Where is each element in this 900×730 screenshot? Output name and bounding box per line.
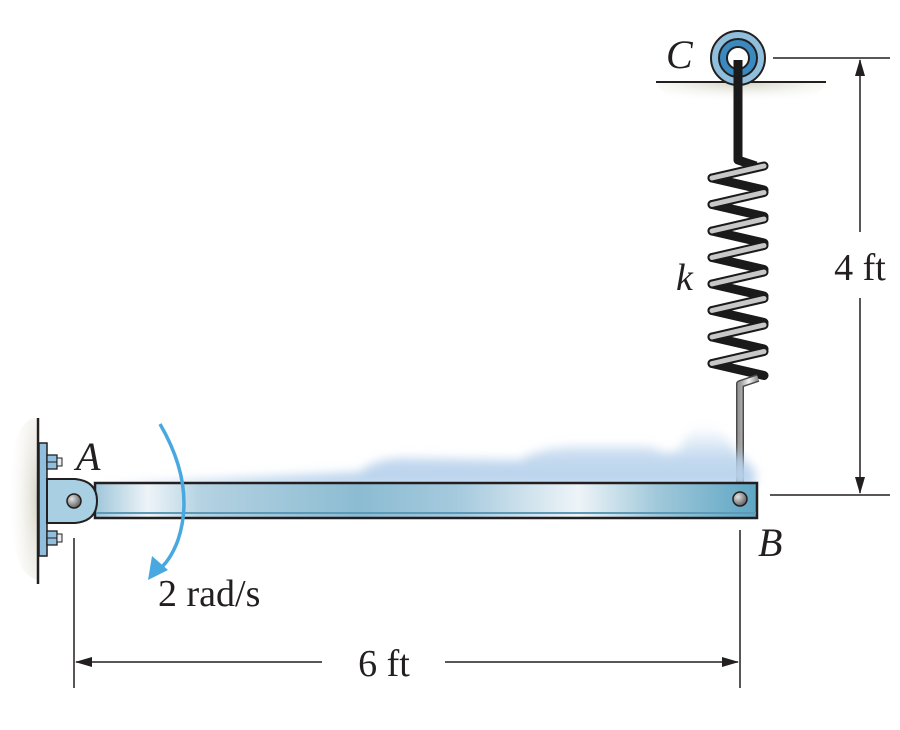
label-point-b: B (758, 520, 782, 565)
pulley-c (710, 30, 766, 86)
arrowhead-right (722, 657, 739, 667)
spring-upper-wire (733, 60, 758, 171)
rotation-arrow-head (148, 556, 168, 580)
motion-blur-shadow (95, 425, 755, 486)
dimension-vertical (770, 59, 890, 496)
label-vertical-dimension: 4 ft (834, 247, 886, 289)
spring-coil-front (709, 349, 767, 366)
arrowhead-bottom (855, 477, 865, 494)
mounting-plate (38, 442, 48, 557)
spring-coil-front (709, 163, 767, 181)
spring-k (707, 161, 769, 380)
bolt-bottom (46, 530, 63, 546)
spring-coil-front (709, 190, 767, 207)
arrowhead-top (855, 59, 865, 76)
label-spring-constant: k (676, 257, 694, 299)
bolt-top (46, 454, 63, 470)
label-point-a: A (73, 434, 101, 479)
pin-a (66, 493, 82, 509)
arrowhead-left (75, 657, 92, 667)
wall-shading (8, 418, 38, 580)
spring-coil-front (709, 243, 767, 260)
dimension-horizontal (73, 530, 741, 688)
spring-coil-front (709, 296, 767, 313)
label-horizontal-dimension: 6 ft (358, 643, 410, 685)
label-angular-velocity: 2 rad/s (158, 573, 260, 615)
pin-b (732, 491, 748, 507)
spring-coil-front (709, 216, 767, 234)
spring-coil-front (709, 269, 767, 287)
spring-coil-front (709, 322, 767, 340)
rotation-arrow-arc (154, 423, 186, 574)
label-point-c: C (666, 32, 694, 77)
wall-support-a (8, 418, 63, 584)
